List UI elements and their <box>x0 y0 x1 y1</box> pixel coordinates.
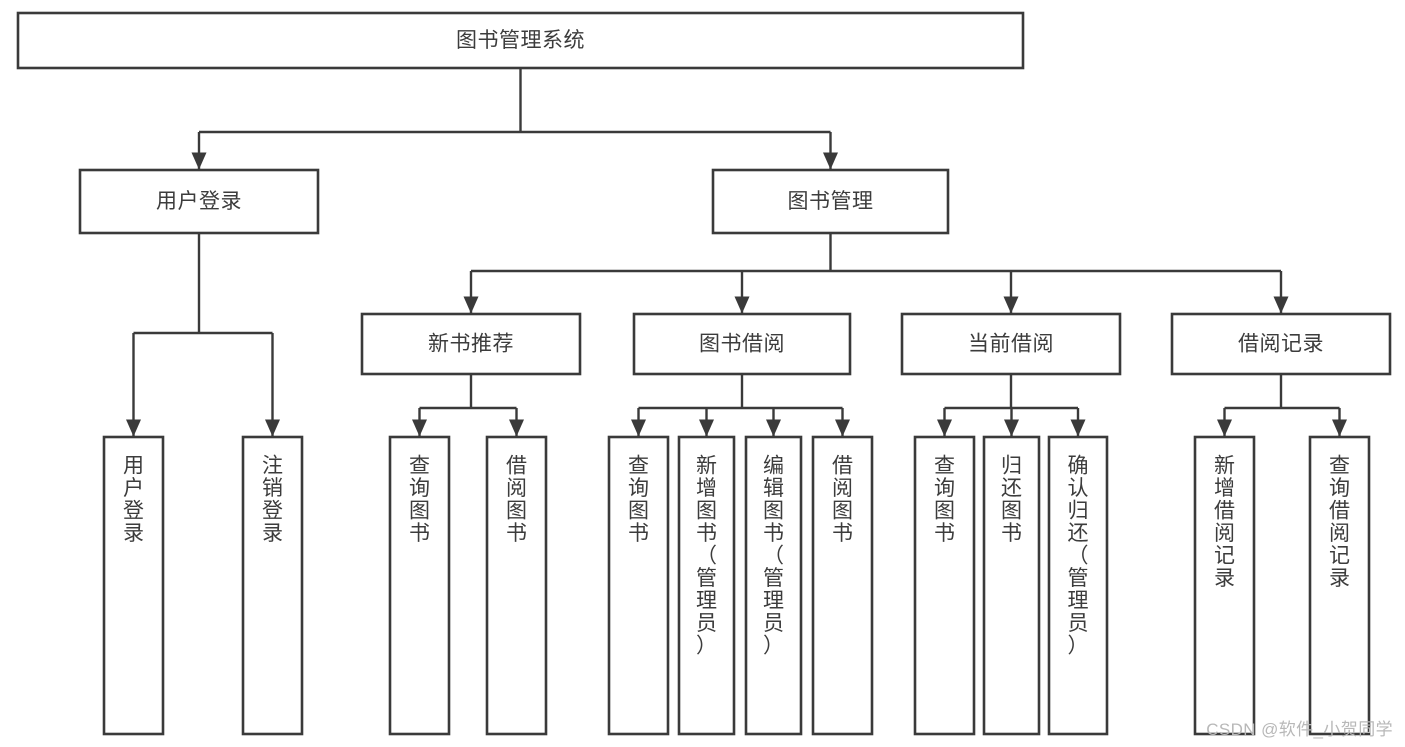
node-box-leaf-query-book-2 <box>607 435 670 736</box>
node-label-leaf-edit-book: 编辑图书（管理员） <box>763 454 784 657</box>
node-box-borrow-record <box>1170 312 1392 376</box>
node-box-leaf-add-record <box>1193 435 1256 736</box>
node-user-login[interactable]: 用户登录 <box>78 168 320 235</box>
node-box-leaf-edit-book <box>744 435 803 736</box>
node-label-leaf-query-book-1: 查询图书 <box>409 454 430 545</box>
node-box-leaf-query-book-3 <box>913 435 976 736</box>
node-label-leaf-borrow-book-1: 借阅图书 <box>506 454 527 545</box>
node-leaf-borrow-book-2[interactable]: 借阅图书 <box>811 435 874 736</box>
arrow-down-icon-user-login-1 <box>265 419 280 437</box>
node-leaf-query-book-3[interactable]: 查询图书 <box>913 435 976 736</box>
node-box-leaf-borrow-book-2 <box>811 435 874 736</box>
node-label-root: 图书管理系统 <box>456 29 585 52</box>
node-box-book-manage <box>711 168 950 235</box>
node-box-book-borrow <box>632 312 852 376</box>
nodes-layer: 图书管理系统用户登录图书管理新书推荐图书借阅当前借阅借阅记录用户登录注销登录查询… <box>16 11 1392 736</box>
node-label-book-borrow: 图书借阅 <box>699 333 785 356</box>
arrow-down-icon-book-borrow-2 <box>766 419 781 437</box>
arrow-down-icon-borrow-record-1 <box>1332 419 1347 437</box>
node-book-manage[interactable]: 图书管理 <box>711 168 950 235</box>
node-box-leaf-query-book-1 <box>388 435 451 736</box>
connectors-layer <box>126 68 1347 437</box>
node-label-borrow-record: 借阅记录 <box>1238 333 1324 356</box>
node-leaf-query-book-1[interactable]: 查询图书 <box>388 435 451 736</box>
node-leaf-add-book[interactable]: 新增图书（管理员） <box>677 435 736 736</box>
node-leaf-user-login[interactable]: 用户登录 <box>102 435 165 736</box>
node-new-book-rec[interactable]: 新书推荐 <box>360 312 582 376</box>
node-label-leaf-confirm-return: 确认归还（管理员） <box>1068 454 1089 657</box>
arrow-down-icon-root-1 <box>823 152 838 170</box>
node-box-leaf-confirm-return <box>1047 435 1109 736</box>
node-box-root <box>16 11 1025 70</box>
node-leaf-user-logout[interactable]: 注销登录 <box>241 435 304 736</box>
node-box-leaf-user-login <box>102 435 165 736</box>
node-box-current-borrow <box>900 312 1122 376</box>
node-label-user-login: 用户登录 <box>156 190 242 213</box>
arrow-down-icon-new-book-rec-0 <box>412 419 427 437</box>
node-box-leaf-add-book <box>677 435 736 736</box>
node-leaf-query-book-2[interactable]: 查询图书 <box>607 435 670 736</box>
node-current-borrow[interactable]: 当前借阅 <box>900 312 1122 376</box>
node-label-leaf-query-record: 查询借阅记录 <box>1329 454 1350 590</box>
node-label-new-book-rec: 新书推荐 <box>428 333 514 356</box>
node-label-leaf-user-logout: 注销登录 <box>262 454 283 545</box>
node-label-leaf-add-book: 新增图书（管理员） <box>696 454 717 657</box>
node-box-leaf-return-book <box>982 435 1041 736</box>
arrow-down-icon-borrow-record-0 <box>1217 419 1232 437</box>
node-leaf-confirm-return[interactable]: 确认归还（管理员） <box>1047 435 1109 736</box>
node-box-new-book-rec <box>360 312 582 376</box>
arrow-down-icon-book-manage-2 <box>1003 296 1019 314</box>
arrow-down-icon-book-borrow-0 <box>631 419 646 437</box>
arrow-down-icon-current-borrow-0 <box>937 419 952 437</box>
node-leaf-return-book[interactable]: 归还图书 <box>982 435 1041 736</box>
node-label-leaf-add-record: 新增借阅记录 <box>1214 454 1235 590</box>
node-label-leaf-query-book-2: 查询图书 <box>628 454 649 545</box>
node-leaf-add-record[interactable]: 新增借阅记录 <box>1193 435 1256 736</box>
arrow-down-icon-current-borrow-1 <box>1004 419 1019 437</box>
arrow-down-icon-current-borrow-2 <box>1070 419 1086 437</box>
arrow-down-icon-book-borrow-3 <box>835 419 850 437</box>
node-root[interactable]: 图书管理系统 <box>16 11 1025 70</box>
node-box-leaf-user-logout <box>241 435 304 736</box>
watermark-label: CSDN @软件_小贺同学 <box>1206 720 1393 739</box>
node-label-leaf-user-login: 用户登录 <box>123 454 144 545</box>
arrow-down-icon-book-borrow-1 <box>699 419 714 437</box>
arrow-down-icon-book-manage-0 <box>463 296 479 314</box>
node-label-leaf-query-book-3: 查询图书 <box>934 454 955 545</box>
arrow-down-icon-book-manage-3 <box>1273 296 1289 314</box>
node-label-current-borrow: 当前借阅 <box>968 333 1054 356</box>
node-box-leaf-query-record <box>1308 435 1371 736</box>
arrow-down-icon-book-manage-1 <box>734 296 750 314</box>
node-leaf-query-record[interactable]: 查询借阅记录 <box>1308 435 1371 736</box>
arrow-down-icon-new-book-rec-1 <box>509 419 524 437</box>
node-book-borrow[interactable]: 图书借阅 <box>632 312 852 376</box>
node-label-book-manage: 图书管理 <box>788 190 874 213</box>
node-leaf-edit-book[interactable]: 编辑图书（管理员） <box>744 435 803 736</box>
arrow-down-icon-user-login-0 <box>126 419 141 437</box>
node-leaf-borrow-book-1[interactable]: 借阅图书 <box>485 435 548 736</box>
arrow-down-icon-root-0 <box>191 152 207 170</box>
node-label-leaf-return-book: 归还图书 <box>1001 454 1022 545</box>
node-box-user-login <box>78 168 320 235</box>
node-borrow-record[interactable]: 借阅记录 <box>1170 312 1392 376</box>
node-box-leaf-borrow-book-1 <box>485 435 548 736</box>
node-label-leaf-borrow-book-2: 借阅图书 <box>832 454 853 545</box>
